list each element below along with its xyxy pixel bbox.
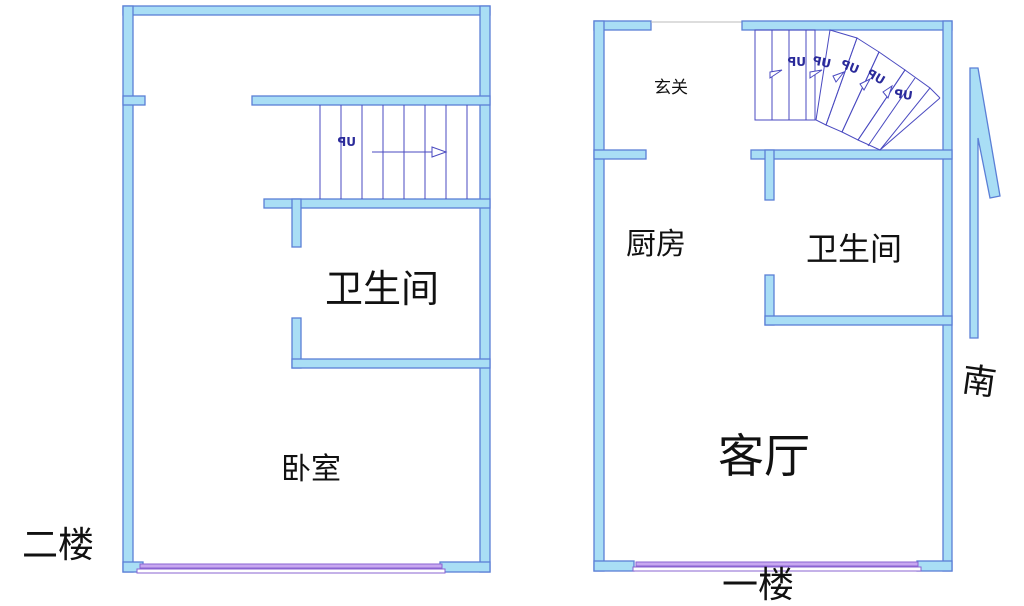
floor-label-first: 一楼 [722,565,795,606]
room-label-bathroom-1f: 卫生间 [806,230,903,268]
staircase: UP [319,105,468,199]
wall [291,358,491,369]
wall [741,20,953,31]
wall [593,149,647,160]
wall [764,315,953,326]
stair-up-label: UP [864,66,887,87]
stair-up-label: UP [337,135,356,149]
room-label-foyer: 玄关 [654,78,688,98]
wall [122,95,146,106]
stair-arrow-icon [431,146,448,158]
stair-up-label: UP [893,86,914,102]
wall [750,149,953,160]
wall [122,5,491,16]
floor-label-second: 二楼 [22,525,95,566]
wall [593,560,635,572]
stair-up-label: UP [811,53,832,71]
wall [764,149,775,201]
room-label-kitchen: 厨房 [626,227,686,262]
wall [593,20,605,572]
north-arrow-icon [969,67,1001,339]
second-floor-plan: UP [122,5,491,574]
room-label-bedroom: 卧室 [281,452,341,487]
room-label-bathroom-2f: 卫生间 [325,267,440,311]
wall [916,560,953,572]
wall [439,561,491,573]
wall [291,198,302,248]
wall [122,5,134,573]
window [632,561,922,572]
wall [263,198,491,209]
wall [942,20,953,572]
window [136,563,446,574]
room-label-living-room: 客厅 [718,429,810,483]
wall [251,95,491,106]
compass-label-south: 南 [959,359,999,405]
stair-up-label: UP [787,55,806,69]
winder-staircase: UP UP UP UP UP [754,29,941,151]
wall [479,5,491,573]
first-floor-plan: UP UP UP UP UP [593,20,953,572]
